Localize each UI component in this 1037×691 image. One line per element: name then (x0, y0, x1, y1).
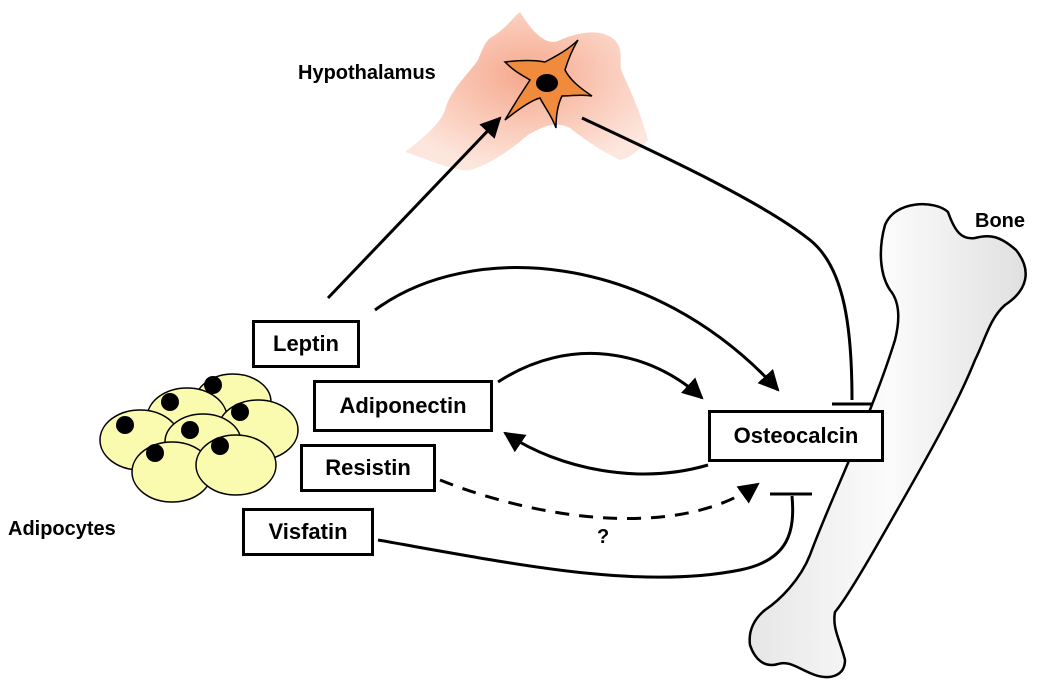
visfatin-box: Visfatin (242, 508, 374, 556)
resistin-box: Resistin (300, 444, 436, 492)
adiponectin-box: Adiponectin (313, 380, 493, 432)
uncertain-question-mark: ? (597, 526, 609, 549)
leptin-box: Leptin (252, 320, 360, 368)
inhibit-visfatin-to-osteocalcin (378, 496, 793, 577)
bone-label: Bone (975, 210, 1025, 233)
adipocytes-label: Adipocytes (8, 518, 116, 541)
arrow-leptin-to-osteocalcin (375, 268, 778, 390)
hypothalamus-label: Hypothalamus (298, 62, 436, 85)
osteocalcin-box: Osteocalcin (708, 410, 884, 462)
arrow-osteocalcin-to-adiponectin (505, 433, 708, 474)
arrow-adiponectin-to-osteocalcin (498, 353, 702, 398)
adipocytes-icon (100, 374, 298, 502)
arrow-resistin-to-osteocalcin-dashed (440, 480, 758, 519)
